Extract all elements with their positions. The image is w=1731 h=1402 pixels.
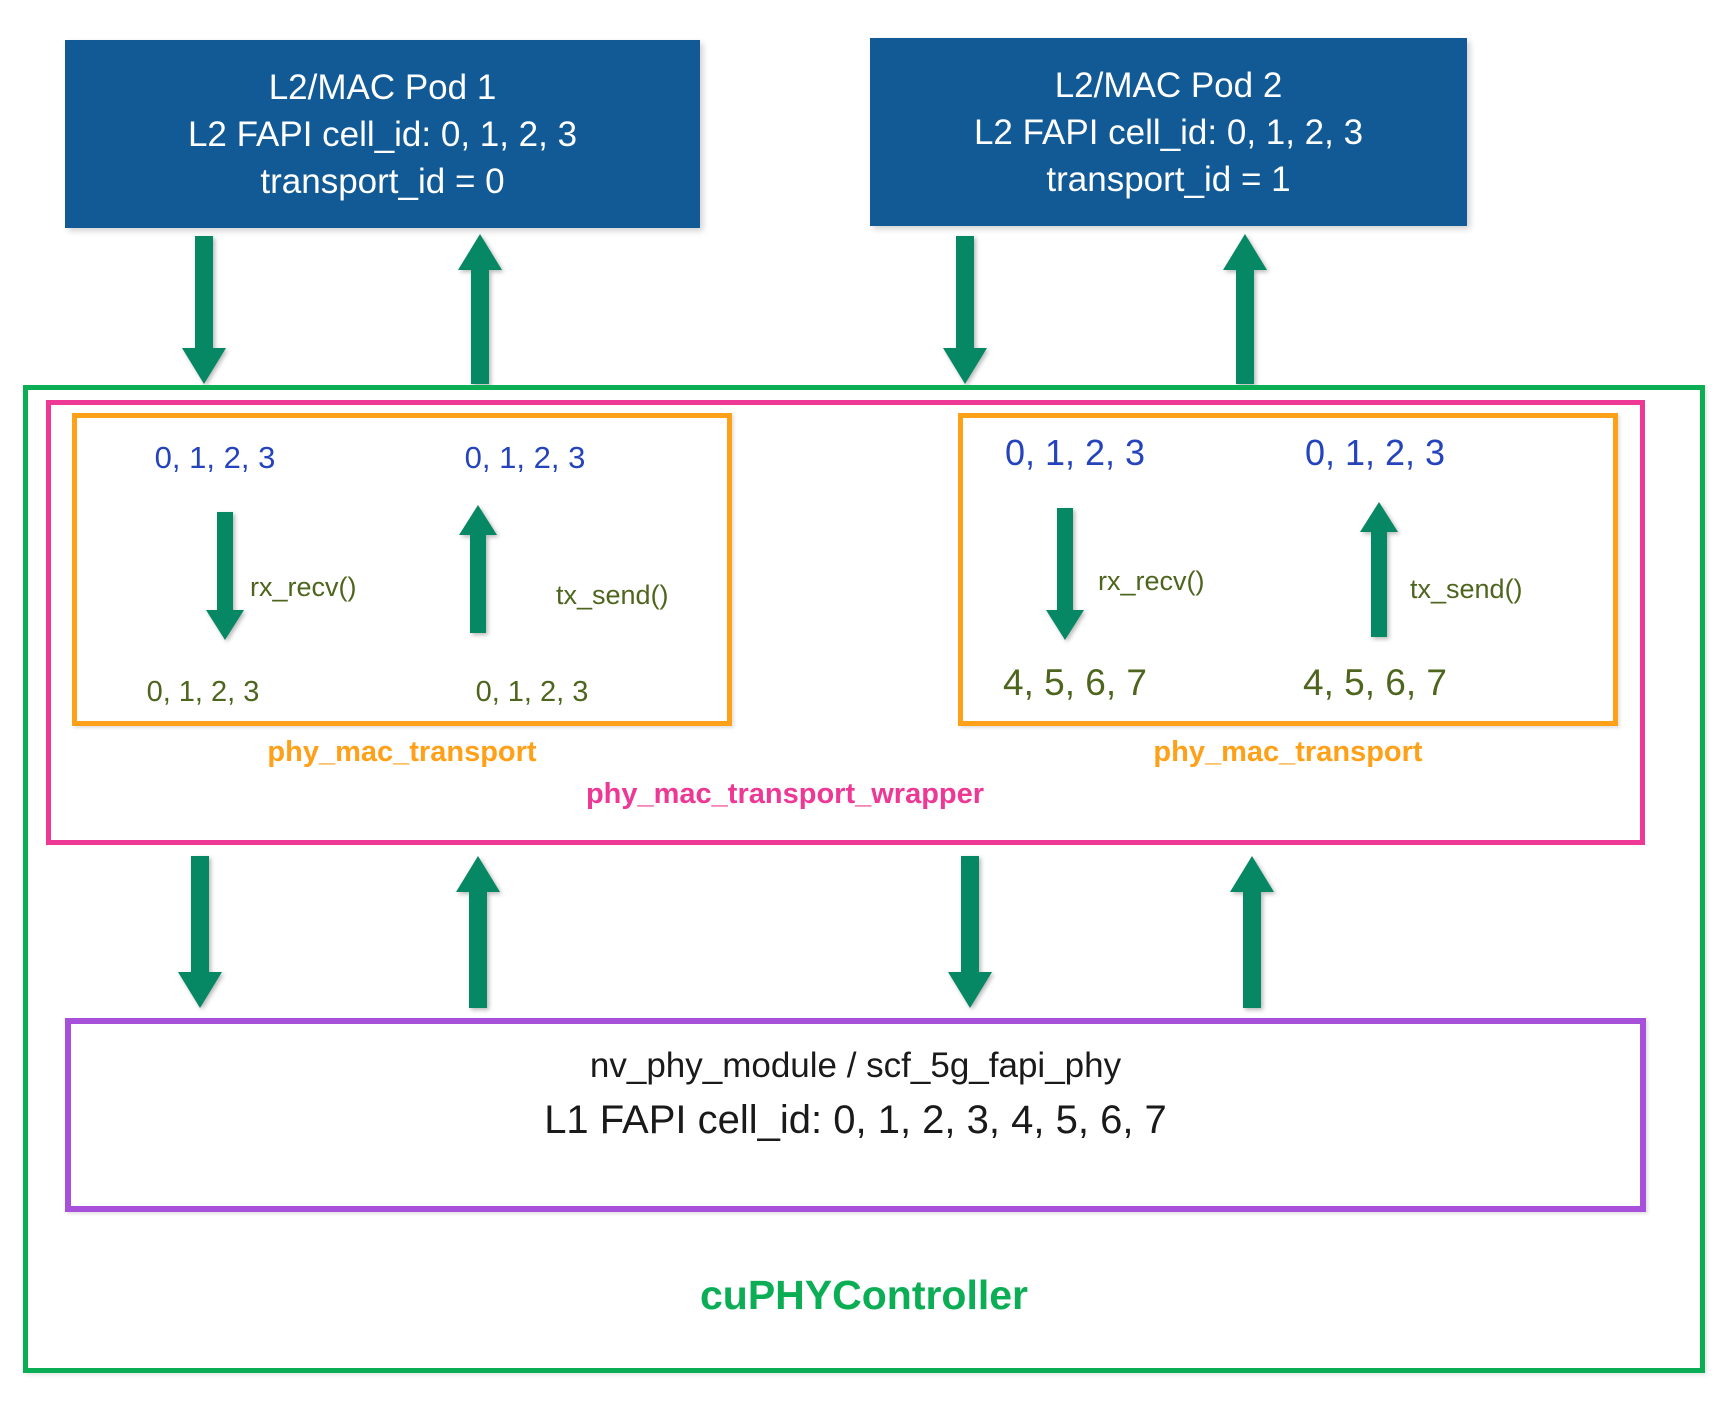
phy-mac-transport-box-2	[958, 413, 1618, 726]
phy-mac-transport-wrapper-caption: phy_mac_transport_wrapper	[585, 778, 985, 810]
transport2-tx-cell-ids-bottom: 4, 5, 6, 7	[1303, 662, 1447, 703]
l2-mac-pod-2-box: L2/MAC Pod 2 L2 FAPI cell_id: 0, 1, 2, 3…	[870, 38, 1467, 226]
tx-send-label-2: tx_send()	[1410, 574, 1523, 604]
phy-mac-transport-caption-1: phy_mac_transport	[267, 736, 537, 768]
arrow-up-phy-to-wrapper1	[456, 856, 500, 1008]
arrow-rx-recv-1	[206, 512, 244, 640]
arrow-rx-recv-2	[1046, 508, 1084, 640]
phy-mac-transport-caption-2: phy_mac_transport	[1153, 736, 1423, 768]
transport2-tx-cell-ids-top: 0, 1, 2, 3	[1304, 432, 1446, 473]
pod2-transport-line: transport_id = 1	[1046, 159, 1291, 199]
arrow-tx-send-2	[1360, 502, 1398, 637]
arrow-up-wrapper-to-pod1	[458, 234, 502, 384]
rx-recv-label-2: rx_recv()	[1098, 566, 1205, 596]
tx-send-label-1: tx_send()	[556, 580, 669, 610]
nv-phy-module-title: nv_phy_module / scf_5g_fapi_phy	[589, 1046, 1122, 1085]
phy-mac-transport-wrapper-box	[46, 400, 1645, 845]
transport2-rx-cell-ids-top: 0, 1, 2, 3	[1004, 432, 1146, 473]
transport2-rx-cell-ids-bottom: 4, 5, 6, 7	[1003, 662, 1147, 703]
arrow-tx-send-1	[459, 505, 497, 633]
pod1-fapi-line: L2 FAPI cell_id: 0, 1, 2, 3	[187, 114, 578, 154]
transport1-rx-cell-ids-top: 0, 1, 2, 3	[154, 440, 276, 475]
l1-fapi-cell-ids: L1 FAPI cell_id: 0, 1, 2, 3, 4, 5, 6, 7	[544, 1098, 1167, 1142]
transport1-tx-cell-ids-top: 0, 1, 2, 3	[464, 440, 586, 475]
arrow-down-pod2-to-wrapper	[943, 236, 987, 384]
phy-mac-transport-box-1	[72, 413, 732, 726]
pod1-title: L2/MAC Pod 1	[268, 67, 497, 107]
transport1-tx-cell-ids-bottom: 0, 1, 2, 3	[475, 676, 589, 708]
pod2-fapi-line: L2 FAPI cell_id: 0, 1, 2, 3	[973, 112, 1364, 152]
arrow-down-wrapper2-to-phy	[948, 856, 992, 1008]
arrow-up-wrapper-to-pod2	[1223, 234, 1267, 384]
arrow-down-pod1-to-wrapper	[182, 236, 226, 384]
rx-recv-label-1: rx_recv()	[250, 572, 357, 602]
arrow-down-wrapper1-to-phy	[178, 856, 222, 1008]
cuphycontroller-caption: cuPHYController	[699, 1272, 1029, 1318]
pod2-title: L2/MAC Pod 2	[1054, 65, 1283, 105]
pod1-transport-line: transport_id = 0	[260, 161, 505, 201]
arrow-up-phy-to-wrapper2	[1230, 856, 1274, 1008]
l2-mac-pod-1-box: L2/MAC Pod 1 L2 FAPI cell_id: 0, 1, 2, 3…	[65, 40, 700, 228]
nv-phy-module-box	[65, 1018, 1646, 1212]
nv-phy-module-text: nv_phy_module / scf_5g_fapi_phy L1 FAPI …	[65, 1040, 1646, 1148]
transport1-rx-cell-ids-bottom: 0, 1, 2, 3	[146, 676, 260, 708]
cuphycontroller-box	[23, 385, 1705, 1373]
